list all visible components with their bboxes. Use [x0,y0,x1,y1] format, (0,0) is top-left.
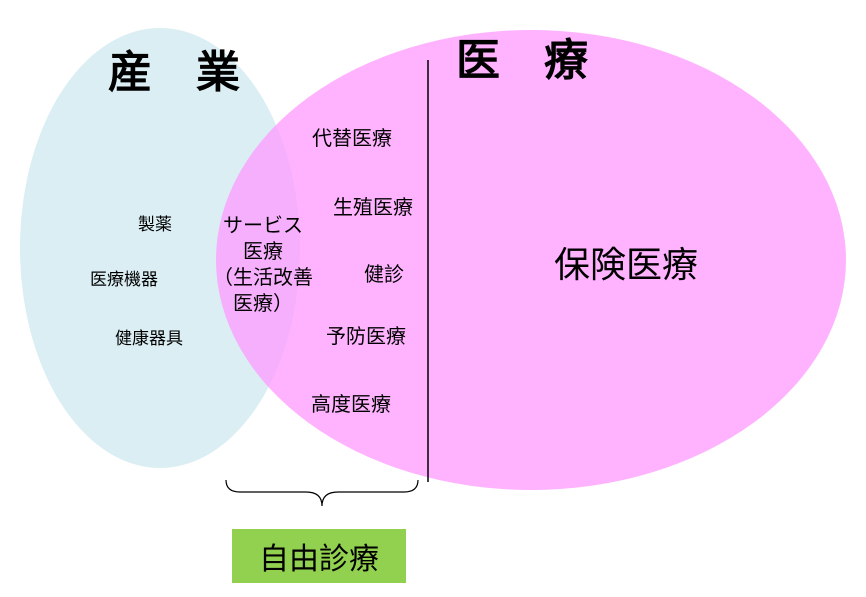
advanced-medicine-label: 高度医療 [311,392,391,416]
service-line-3: （生活改善 [213,265,313,289]
industry-ellipse [20,28,300,468]
preventive-medicine-label: 予防医療 [326,324,406,348]
medical-title: 医 療 [456,35,588,86]
service-line-1: サービス [223,213,303,237]
medical-ellipse [216,30,846,490]
service-medicine-label: サービス 医療 （生活改善 医療） [208,212,318,316]
service-line-2: 医療 [243,239,283,263]
checkup-label: 健診 [364,262,404,286]
industry-item-devices: 医療機器 [90,270,158,290]
reproductive-medicine-label: 生殖医療 [333,195,413,219]
alt-medicine-label: 代替医療 [312,126,392,150]
service-line-4: 医療） [233,291,293,315]
free-care-label: 自由診療 [259,542,379,577]
industry-item-pharma: 製薬 [138,215,172,235]
free-care-badge: 自由診療 [232,529,406,583]
industry-title: 産 業 [108,47,240,98]
free-care-brace [225,479,419,507]
insurance-medicine-label: 保険医療 [554,245,699,286]
industry-item-health-equipment: 健康器具 [115,329,183,349]
